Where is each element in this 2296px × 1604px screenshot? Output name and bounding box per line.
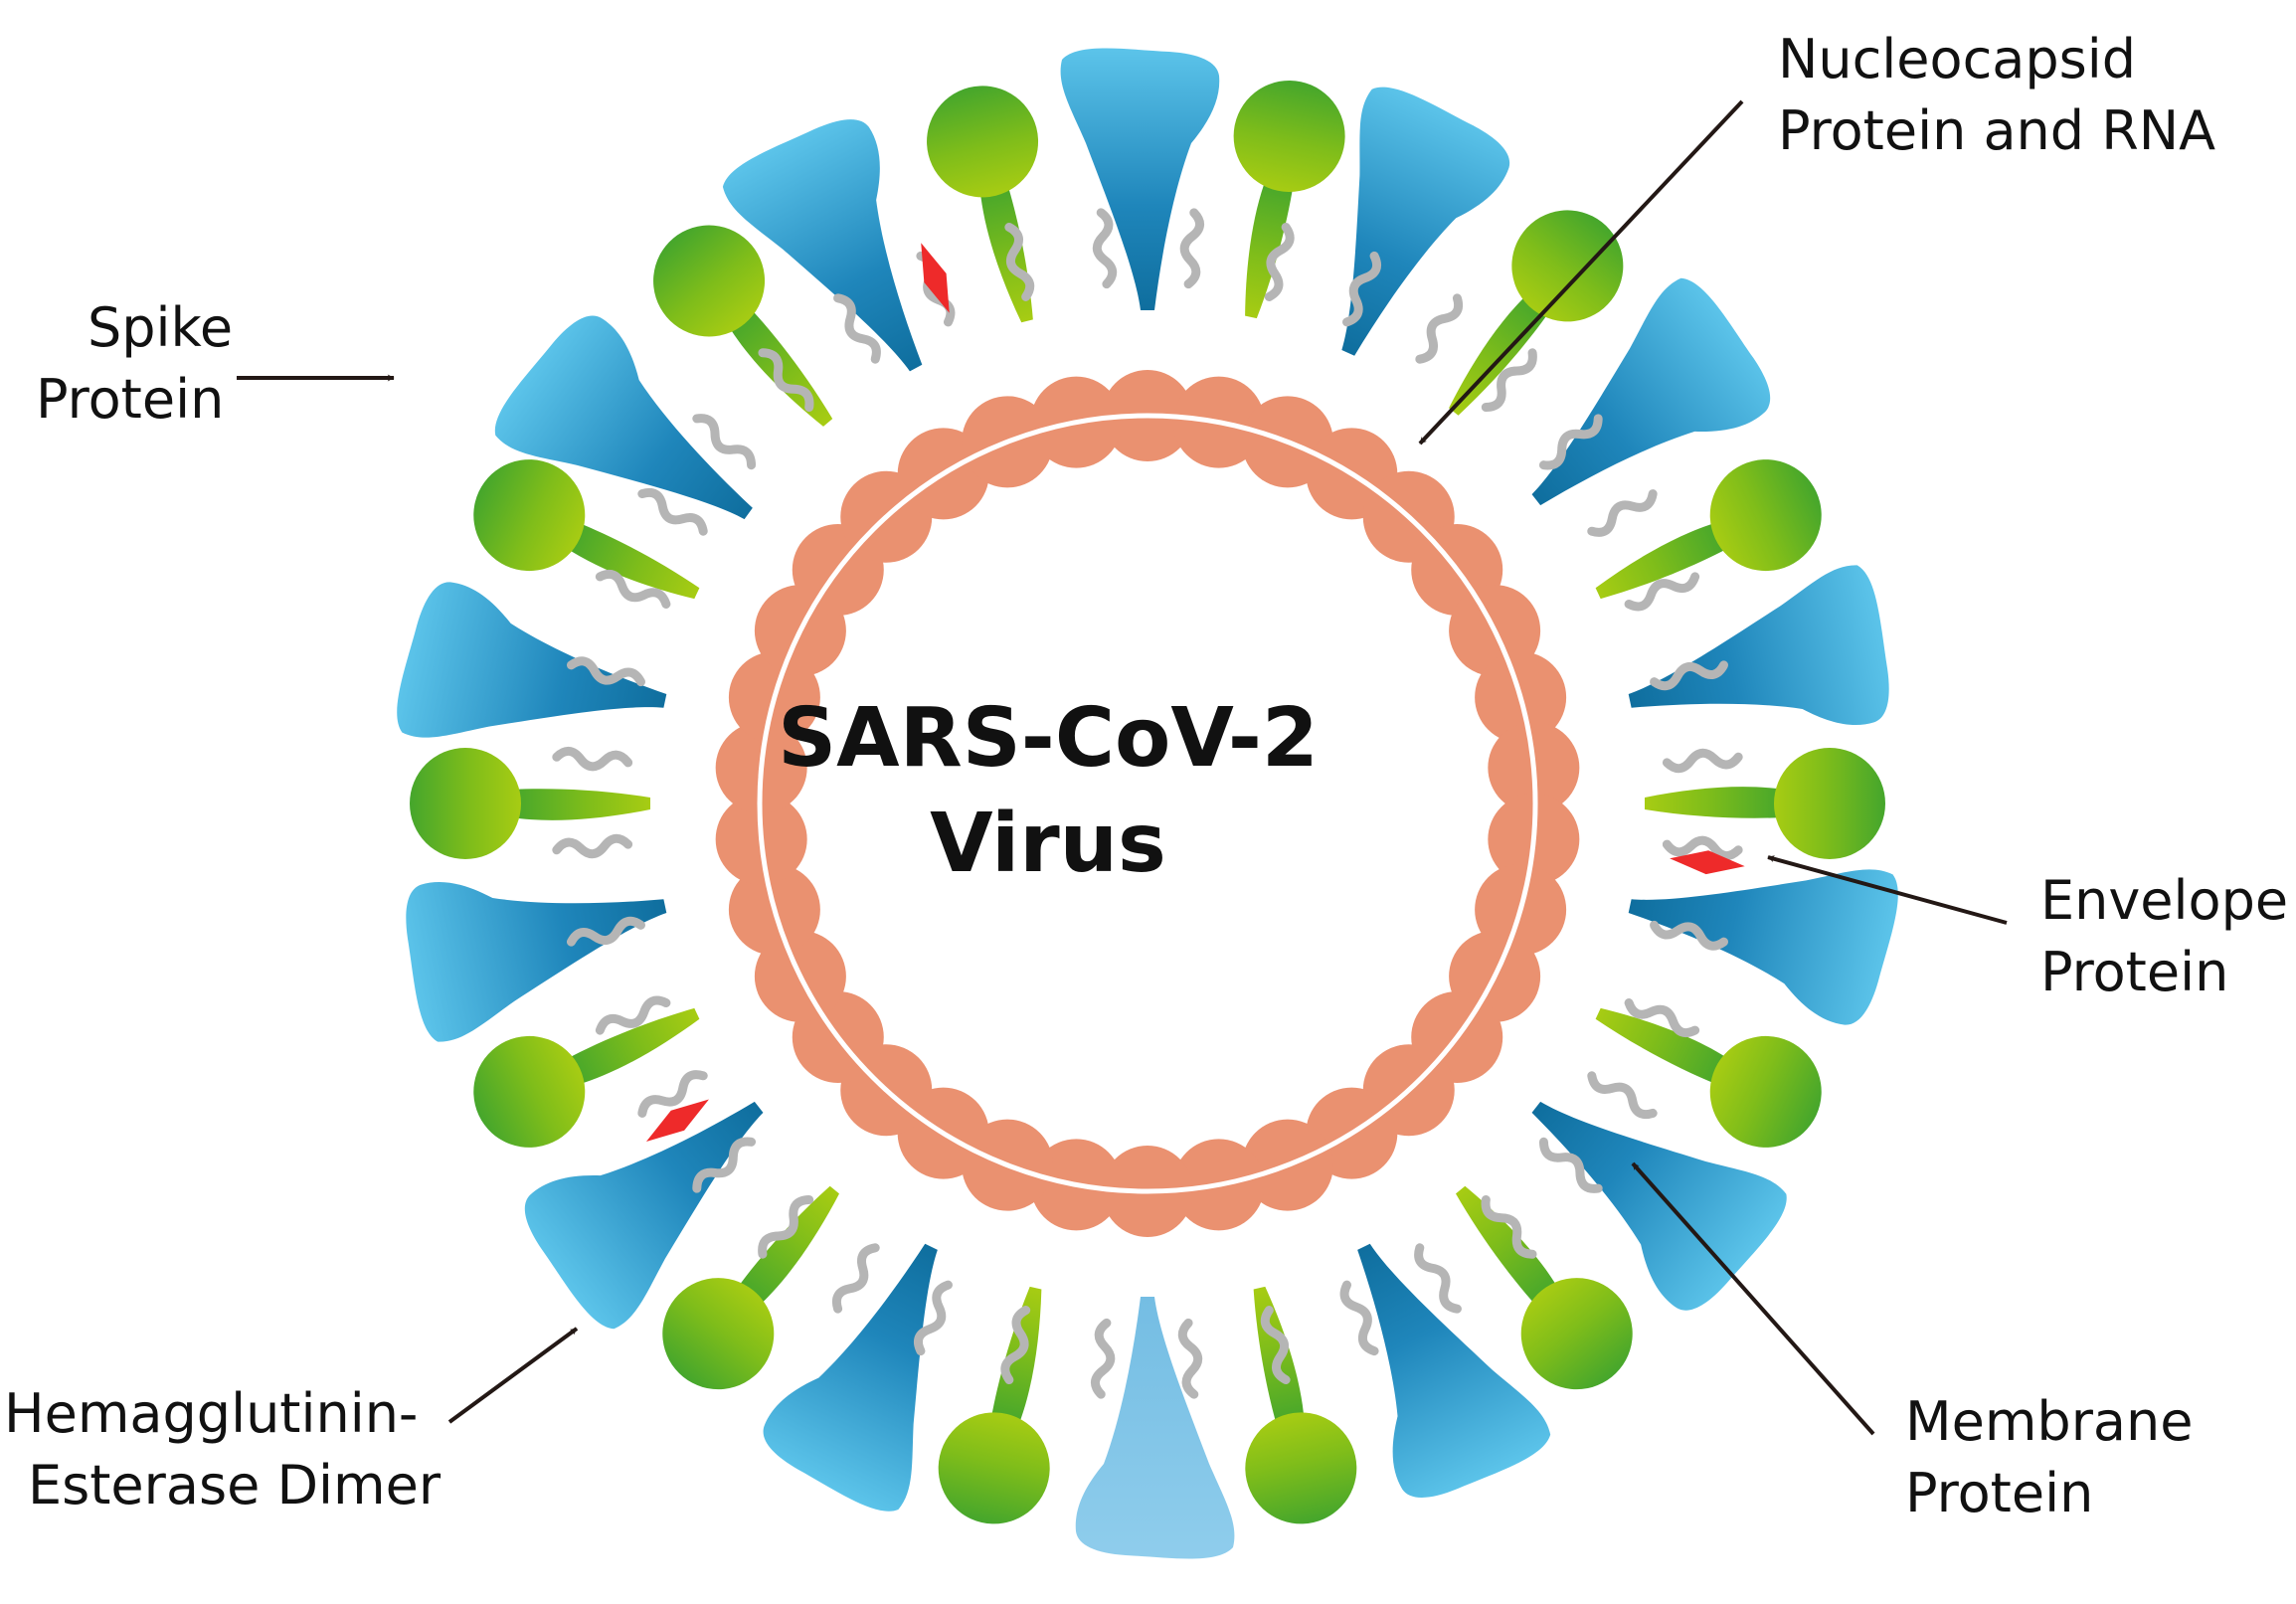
envelope-label-line1: Envelope <box>2040 869 2289 932</box>
virus-title-line2: Virus <box>930 797 1166 891</box>
nucleocapsid-label-line1: Nucleocapsid <box>1778 28 2137 90</box>
nucleocapsid-ring <box>715 370 1580 1237</box>
membrane-protein <box>1414 1244 1463 1312</box>
membrane-protein <box>1095 1323 1114 1395</box>
nucleocapsid-label-line2: Protein and RNA <box>1778 99 2216 162</box>
membrane-protein-label: Membrane Protein <box>1905 1386 2193 1529</box>
envelope-protein-label: Envelope Protein <box>2040 865 2288 1008</box>
hemagglutinin-label: Hemagglutinin- Esterase Dimer <box>4 1378 441 1521</box>
nucleocapsid-arrow <box>1418 99 1744 446</box>
spike-label-line1: Spike <box>88 296 234 359</box>
envelope-label-line2: Protein <box>2040 941 2229 1003</box>
rna-strand <box>757 413 1538 1194</box>
membrane-arrow <box>1631 1161 1875 1436</box>
membrane-label-line2: Protein <box>1905 1462 2094 1524</box>
nucleocapsid-label: Nucleocapsid Protein and RNA <box>1778 24 2215 167</box>
envelope-protein <box>645 1099 709 1142</box>
hemagglutinin-label-line1: Hemagglutinin- <box>4 1382 419 1445</box>
membrane-protein <box>1667 751 1739 770</box>
label-arrows <box>237 99 2008 1436</box>
membrane-protein <box>1588 488 1656 537</box>
hemagglutinin-esterase-dimer <box>927 1275 1091 1535</box>
envelope-proteins <box>645 243 1745 1142</box>
membrane-protein <box>1414 294 1463 362</box>
membrane-protein <box>1181 1323 1200 1395</box>
membrane-protein <box>1095 212 1114 284</box>
envelope-protein <box>1670 850 1745 875</box>
membrane-protein <box>1181 212 1200 284</box>
membrane-protein <box>1588 1070 1656 1119</box>
virus-title: SARS-CoV-2 Virus <box>690 686 1406 897</box>
spike-protein-label: Spike Protein <box>36 292 233 436</box>
hemagglutinin-esterase-dimer <box>1204 1275 1368 1535</box>
membrane-protein <box>832 1244 881 1312</box>
hemagglutinin-arrow <box>447 1327 579 1424</box>
membrane-protein <box>556 837 628 856</box>
spike-label-line2: Protein <box>36 368 225 431</box>
membrane-protein <box>556 751 628 770</box>
membrane-label-line1: Membrane <box>1905 1390 2194 1453</box>
envelope-protein <box>921 243 950 313</box>
hemagglutinin-label-line2: Esterase Dimer <box>28 1454 442 1516</box>
envelope-arrow <box>1767 855 2008 925</box>
virus-title-line1: SARS-CoV-2 <box>778 691 1319 786</box>
